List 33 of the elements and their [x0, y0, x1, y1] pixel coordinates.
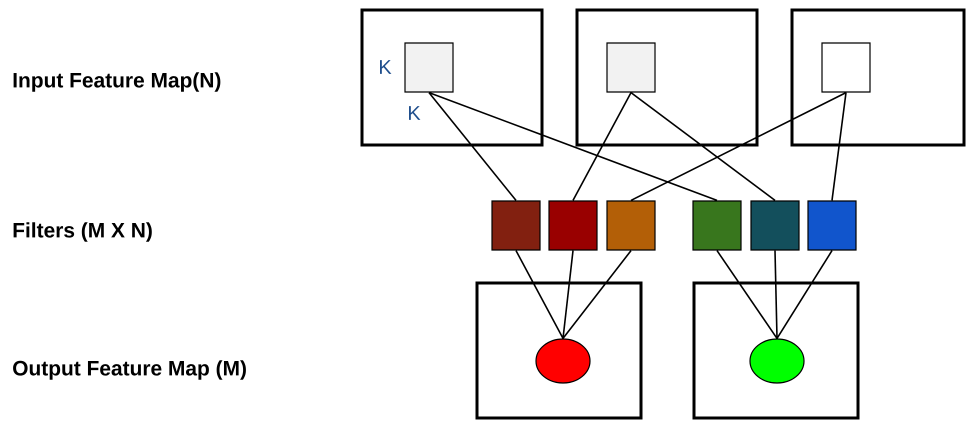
filter-box	[491, 200, 541, 251]
feature-map-box	[692, 282, 860, 420]
kernel-box	[821, 42, 871, 93]
output-circle	[749, 338, 805, 384]
connector-line	[774, 250, 778, 338]
feature-map-box	[790, 8, 966, 146]
feature-map-box	[360, 8, 544, 146]
connector-line	[428, 92, 718, 202]
filter-box	[807, 200, 857, 251]
dimension-label: K	[380, 60, 392, 74]
kernel-box	[606, 42, 656, 93]
row-label: Filters (M X N)	[14, 222, 152, 242]
filter-box	[692, 200, 742, 251]
filter-box	[606, 200, 656, 251]
filter-box	[750, 200, 800, 251]
connector-line	[776, 250, 833, 339]
row-label: Input Feature Map(N)	[14, 72, 220, 92]
feature-map-box	[576, 8, 758, 146]
connector-line	[630, 92, 846, 202]
feature-map-box	[476, 282, 642, 420]
output-circle	[535, 338, 591, 384]
dimension-label: K	[409, 106, 420, 120]
connector-line	[428, 92, 517, 201]
connector-line	[831, 92, 847, 200]
connector-line	[562, 250, 574, 338]
connector-line	[515, 250, 564, 339]
filter-box	[548, 200, 598, 251]
connector-line	[572, 92, 632, 201]
connector-line	[630, 92, 776, 202]
connector-line	[716, 250, 778, 339]
row-label: Output Feature Map (M)	[13, 360, 246, 380]
kernel-box	[404, 42, 454, 93]
connector-line	[562, 250, 632, 339]
